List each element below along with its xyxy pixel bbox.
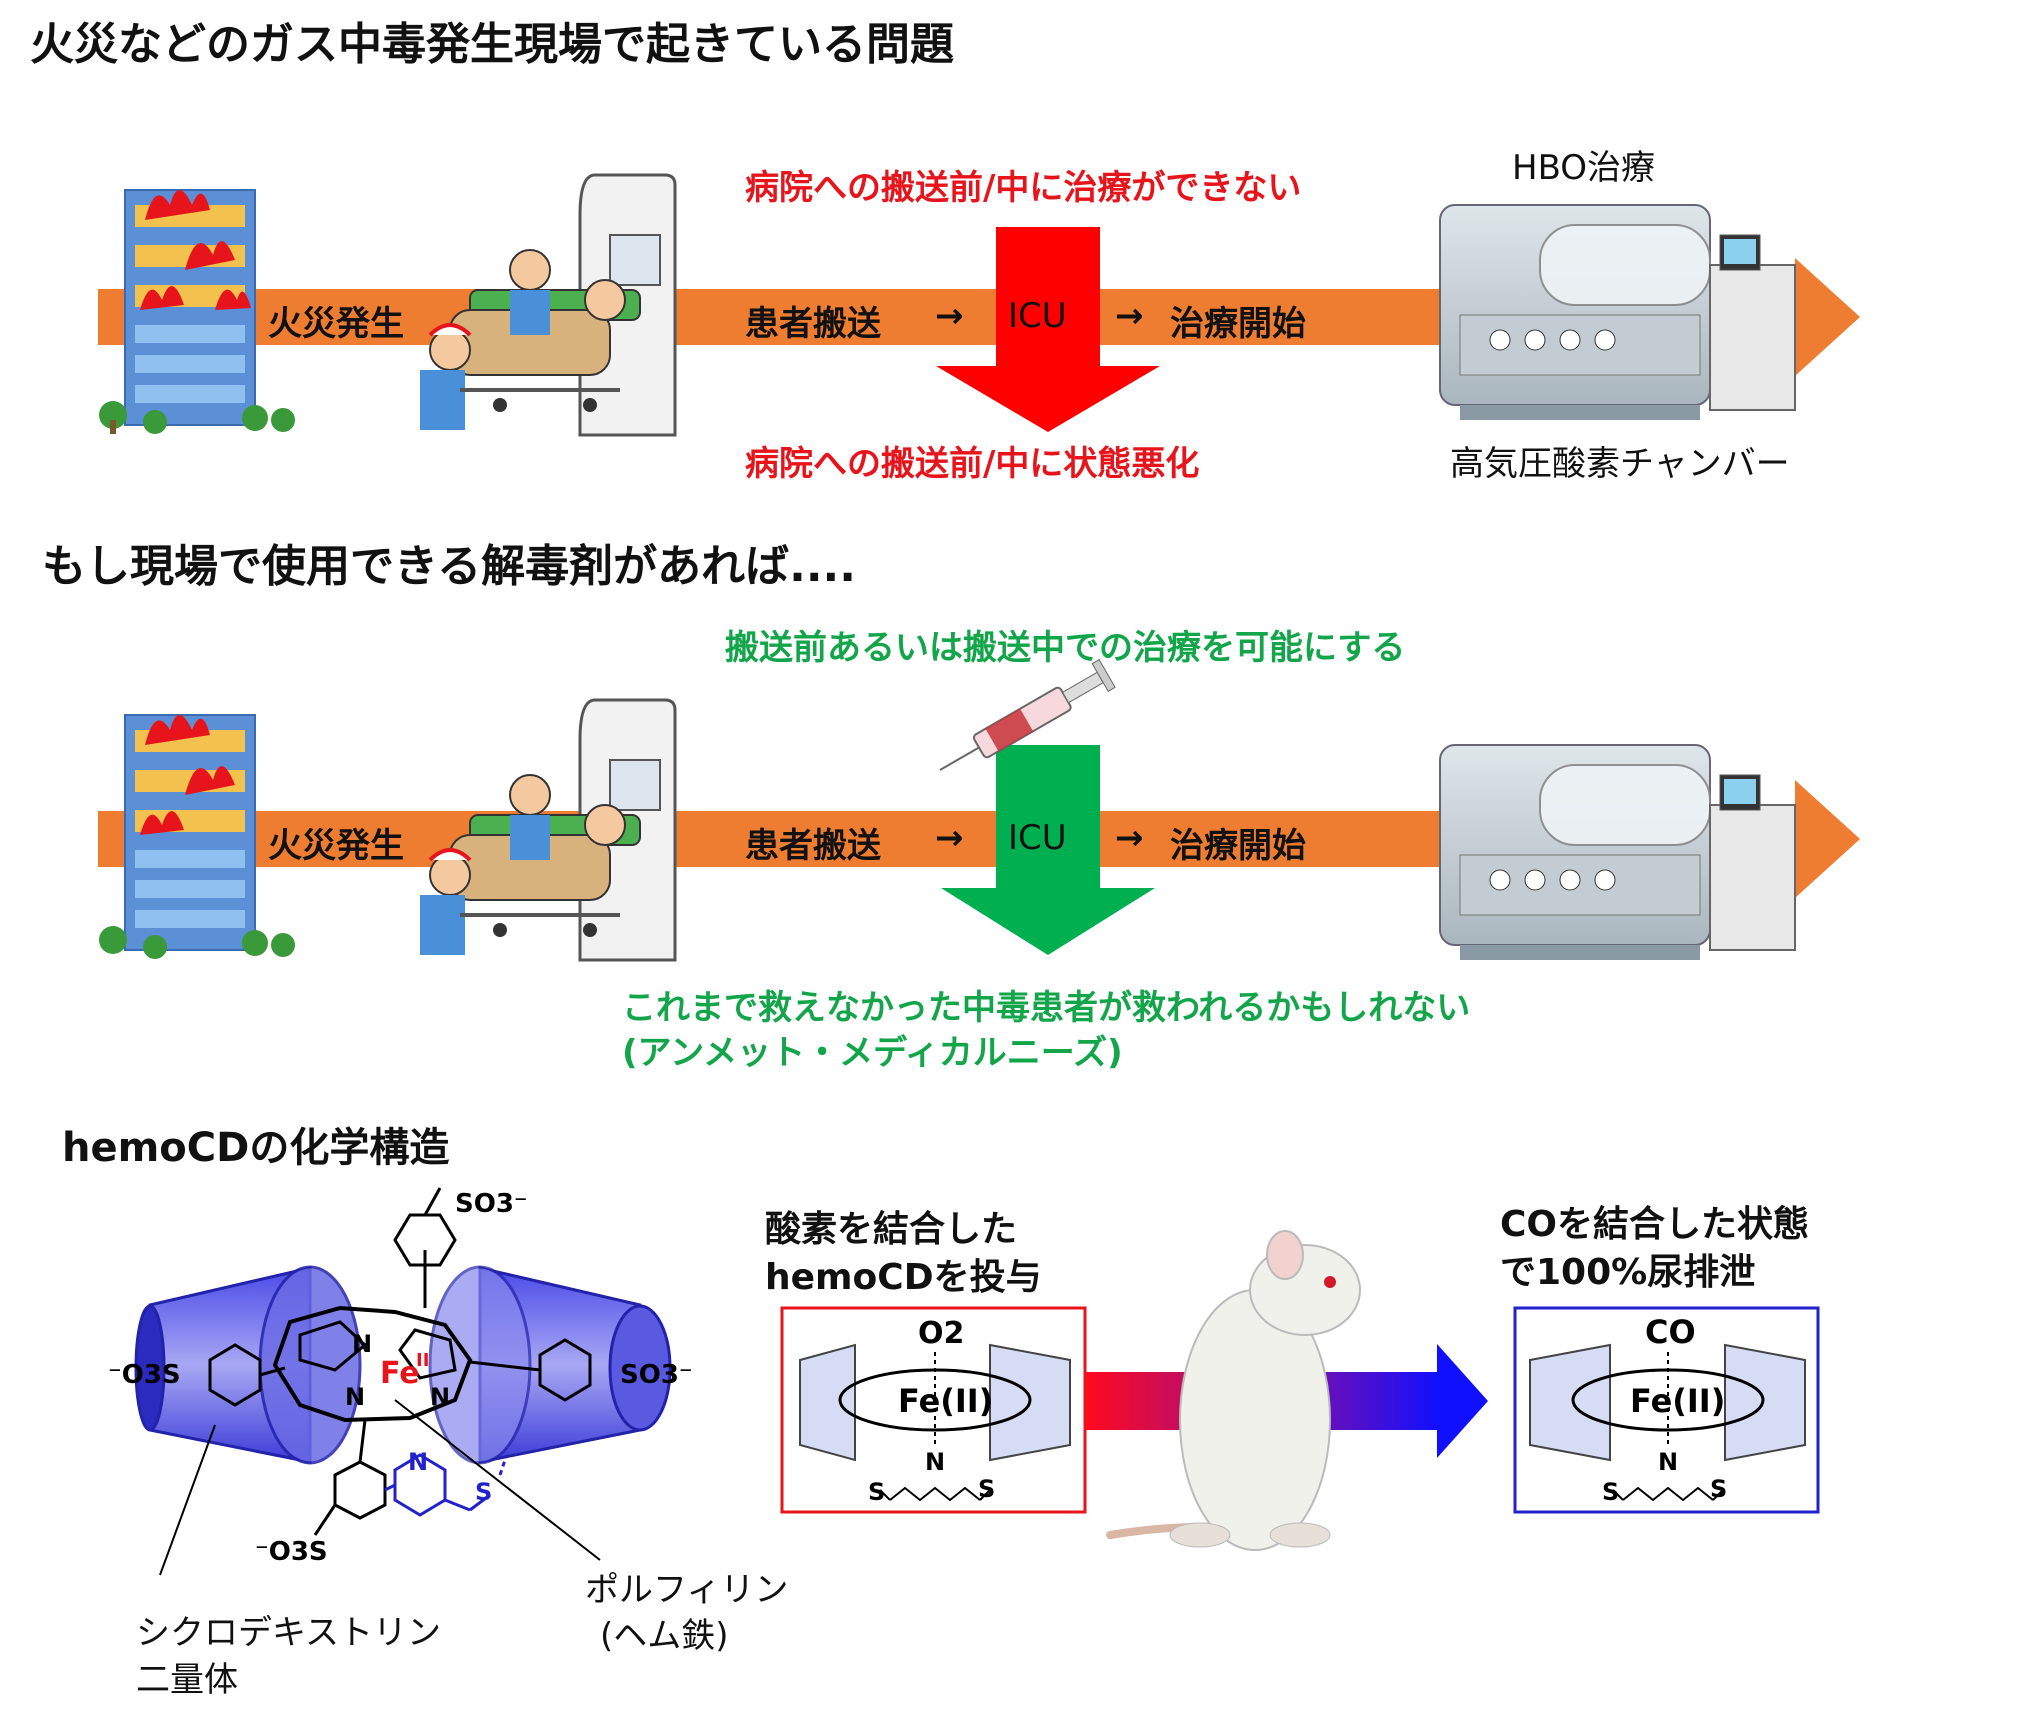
- ligand-co-label: CO: [1645, 1313, 1696, 1351]
- box-sulfur-label: S: [868, 1478, 885, 1506]
- flow-arrow-glyph: →: [935, 818, 964, 858]
- nitrogen-label: N: [352, 1330, 372, 1358]
- box-sulfur-label: S: [1602, 1478, 1619, 1506]
- sulfonate-left-label: ⁻O3S: [108, 1360, 181, 1390]
- box-sulfur-label: S: [978, 1475, 995, 1503]
- syringe-icon: [939, 658, 1116, 771]
- administer-label-1: 酸素を結合した: [765, 1209, 1018, 1250]
- section1-heading: 火災などのガス中毒発生現場で起きている問題: [30, 19, 954, 70]
- treatment-label: 治療開始: [1170, 304, 1306, 344]
- excretion-label-2: で100%尿排泄: [1500, 1252, 1756, 1293]
- box-sulfur-label: S: [1710, 1475, 1727, 1503]
- burning-building-icon: [99, 189, 295, 434]
- ligand-o2-label: O2: [918, 1316, 964, 1351]
- mouse-icon: [1106, 1230, 1361, 1551]
- fe-center-label: Fe(II): [1630, 1382, 1725, 1420]
- section2-heading: もし現場で使用できる解毒剤があれば....: [42, 541, 856, 592]
- ambulance-stretcher-icon: [420, 173, 677, 437]
- burning-building-icon: [99, 714, 295, 959]
- green-down-arrow: [941, 745, 1155, 955]
- box-nitrogen-label: N: [1658, 1448, 1678, 1476]
- flow-arrow-glyph: →: [935, 296, 964, 336]
- nitrogen-label: N: [430, 1383, 450, 1411]
- fire-label: 火災発生: [268, 826, 404, 866]
- iron-label: Fe: [380, 1356, 420, 1391]
- porphyrin-label-1: ポルフィリン: [585, 1570, 789, 1610]
- hemocd-o2-box: O2 Fe(II) N S S: [780, 1306, 1087, 1514]
- cyclodextrin-label-1: シクロデキストリン: [136, 1613, 441, 1653]
- sulfonate-bottom-label: ⁻O3S: [255, 1537, 328, 1567]
- ambulance-stretcher-icon: [420, 698, 677, 962]
- red-problem-bottom: 病院への搬送前/中に状態悪化: [745, 444, 1200, 484]
- hemocd-co-box: CO Fe(II) N S S: [1513, 1306, 1820, 1514]
- sulfonate-top-label: SO3⁻: [455, 1189, 528, 1219]
- transport-label: 患者搬送: [745, 826, 881, 866]
- section3-heading: hemoCDの化学構造: [62, 1125, 450, 1171]
- sulfonate-right-label: SO3⁻: [620, 1360, 693, 1390]
- hemocd-structure: SO3⁻ ⁻O3S SO3⁻ ⁻O3S N N N Fe II N S: [108, 1187, 693, 1576]
- nitrogen-label: N: [345, 1383, 365, 1411]
- icu-label: ICU: [1008, 296, 1067, 336]
- green-benefit-bottom-1: これまで救えなかった中毒患者が救われるかもしれない: [622, 988, 1471, 1028]
- chamber-label: 高気圧酸素チャンバー: [1450, 444, 1790, 484]
- porphyrin-label-2: (ヘム鉄): [600, 1616, 729, 1656]
- red-problem-top: 病院への搬送前/中に治療ができない: [745, 168, 1302, 208]
- treatment-label: 治療開始: [1170, 826, 1306, 866]
- flow-arrow-glyph: →: [1115, 818, 1144, 858]
- hbo-chamber-icon: [1439, 204, 1796, 420]
- green-benefit-top: 搬送前あるいは搬送中での治療を可能にする: [725, 628, 1406, 668]
- icu-label: ICU: [1008, 818, 1067, 858]
- cyclodextrin-label-2: 二量体: [136, 1660, 238, 1700]
- fe-center-label: Fe(II): [898, 1382, 993, 1420]
- administer-label-2: hemoCDを投与: [765, 1257, 1042, 1298]
- box-nitrogen-label: N: [925, 1448, 945, 1476]
- excretion-label-1: COを結合した状態: [1500, 1204, 1810, 1245]
- sulfur-label: S: [475, 1478, 492, 1506]
- iron-oxidation-label: II: [416, 1350, 429, 1371]
- flow-arrow-glyph: →: [1115, 296, 1144, 336]
- hbo-chamber-icon: [1439, 744, 1796, 960]
- fire-label: 火災発生: [268, 304, 404, 344]
- pyridine-n-label: N: [408, 1448, 428, 1476]
- hbo-label: HBO治療: [1512, 148, 1656, 188]
- transport-label: 患者搬送: [745, 304, 881, 344]
- red-down-arrow: [936, 227, 1160, 432]
- green-benefit-bottom-2: (アンメット・メディカルニーズ): [622, 1033, 1123, 1073]
